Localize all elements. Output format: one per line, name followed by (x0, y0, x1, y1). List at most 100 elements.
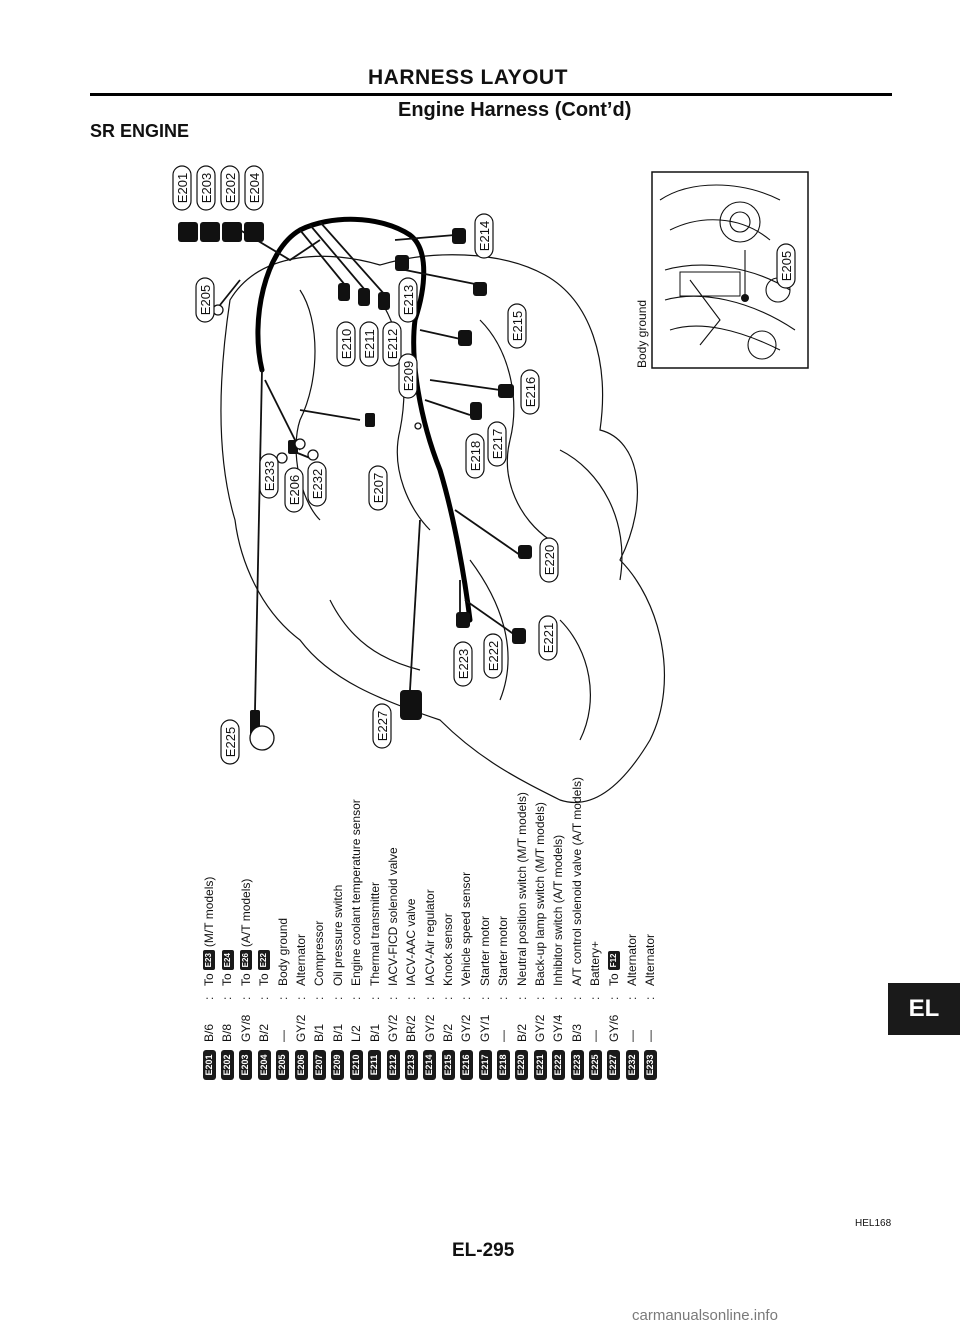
legend-connector-id: E222 (552, 1050, 566, 1080)
legend-row: E216 GY/2: Vehicle speed sensor (457, 750, 475, 1080)
connector-label-text: E227 (375, 711, 390, 741)
legend-connector-id: E220 (515, 1050, 529, 1080)
legend-connector-id: E202 (221, 1050, 235, 1080)
legend-wire-code: B/1 (312, 1023, 327, 1042)
connector-label-text: E223 (456, 649, 471, 679)
connector-label-text: E204 (247, 173, 262, 203)
connector-label-e204: E204 (244, 165, 264, 211)
legend-connector-id: E204 (257, 1050, 271, 1080)
connector-label-text: E220 (542, 545, 557, 575)
legend-description: Starter motor (496, 915, 511, 986)
legend-target-connector: F12 (607, 950, 620, 971)
legend-connector-id: E207 (313, 1050, 327, 1080)
legend-separator: : (385, 996, 400, 1000)
legend-separator: : (569, 996, 584, 1000)
connector-label-text: E232 (310, 469, 325, 499)
legend-wire-code: — (496, 1030, 511, 1042)
section-tab[interactable]: EL (888, 983, 960, 1035)
connector-label-text: E225 (223, 727, 238, 757)
legend-connector-id: E203 (239, 1050, 253, 1080)
inset-connector-label-text: E205 (779, 251, 794, 281)
legend-wire-code: BR/2 (404, 1015, 419, 1042)
legend-connector-id: E215 (441, 1050, 455, 1080)
small-connectors (212, 304, 422, 751)
legend-wire-code: GY/4 (551, 1014, 566, 1042)
legend-description: Thermal transmitter (367, 881, 382, 986)
legend-description: Alternator (293, 933, 308, 986)
legend-wire-code: — (275, 1030, 290, 1042)
legend-target-connector: E23 (203, 950, 216, 971)
legend-desc-prefix: To (238, 973, 253, 986)
legend-separator: : (624, 996, 639, 1000)
legend-desc-prefix: To (220, 973, 235, 986)
page-title: HARNESS LAYOUT (368, 66, 568, 89)
connector-label-text: E216 (523, 377, 538, 407)
connector-label-e225: E225 (220, 719, 240, 765)
legend-wire-code: GY/6 (606, 1014, 621, 1042)
legend-description: Back-up lamp switch (M/T models) (533, 802, 548, 986)
legend-desc-prefix: To (606, 973, 621, 986)
legend-wire-code: GY/2 (459, 1014, 474, 1042)
legend-separator: : (312, 996, 327, 1000)
legend-row: E233—:Alternator (641, 750, 659, 1080)
legend-separator: : (202, 996, 216, 1000)
legend-wire-code: GY/2 (533, 1014, 548, 1042)
legend-separator: : (551, 996, 566, 1000)
connector-label-e213: E213 (398, 277, 418, 323)
legend-connector-id: E225 (588, 1050, 602, 1080)
legend-separator: : (643, 996, 658, 1000)
legend-description: Alternator (643, 933, 658, 986)
legend-connector-id: E227 (607, 1050, 621, 1080)
connector-label-e211: E211 (359, 321, 379, 367)
connector-label-e212: E212 (382, 321, 402, 367)
title-rule (90, 93, 892, 96)
harness-branches (219, 221, 521, 711)
legend-connector-id: E223 (570, 1050, 584, 1080)
legend-separator: : (404, 996, 419, 1000)
legend-description: Vehicle speed sensor (459, 871, 474, 986)
connector-label-text: E217 (490, 429, 505, 459)
legend-separator: : (441, 996, 456, 1000)
connector-label-e227: E227 (372, 703, 392, 749)
legend-description: IACV-FICD solenoid valve (385, 847, 400, 986)
connector-label-text: E215 (510, 311, 525, 341)
legend-separator: : (459, 996, 474, 1000)
connector-label-text: E212 (385, 329, 400, 359)
legend-separator: : (293, 996, 308, 1000)
legend-connector-id: E201 (202, 1050, 216, 1080)
connector-label-e222: E222 (483, 633, 503, 679)
legend-connector-id: E210 (349, 1050, 363, 1080)
legend-connector-id: E233 (644, 1050, 658, 1080)
legend-desc-prefix: To (257, 973, 272, 986)
section-heading: SR ENGINE (90, 121, 190, 141)
legend-separator: : (514, 996, 529, 1000)
legend-description: Body ground (275, 917, 290, 986)
legend-description: Starter motor (477, 915, 492, 986)
legend-description: Knock sensor (441, 913, 456, 986)
legend-connector-id: E216 (460, 1050, 474, 1080)
legend-separator: : (220, 996, 235, 1000)
connector-bodies (178, 222, 532, 740)
legend-description: IACV-Air regulator (422, 889, 437, 986)
legend-separator: : (238, 996, 253, 1000)
legend-connector-id: E212 (386, 1050, 400, 1080)
harness-main-trunk (255, 216, 473, 623)
legend-description: Alternator (624, 933, 639, 986)
legend-separator: : (477, 996, 492, 1000)
legend-connector-id: E205 (276, 1050, 290, 1080)
connector-label-e210: E210 (336, 321, 356, 367)
legend-wire-code: GY/8 (238, 1014, 253, 1042)
